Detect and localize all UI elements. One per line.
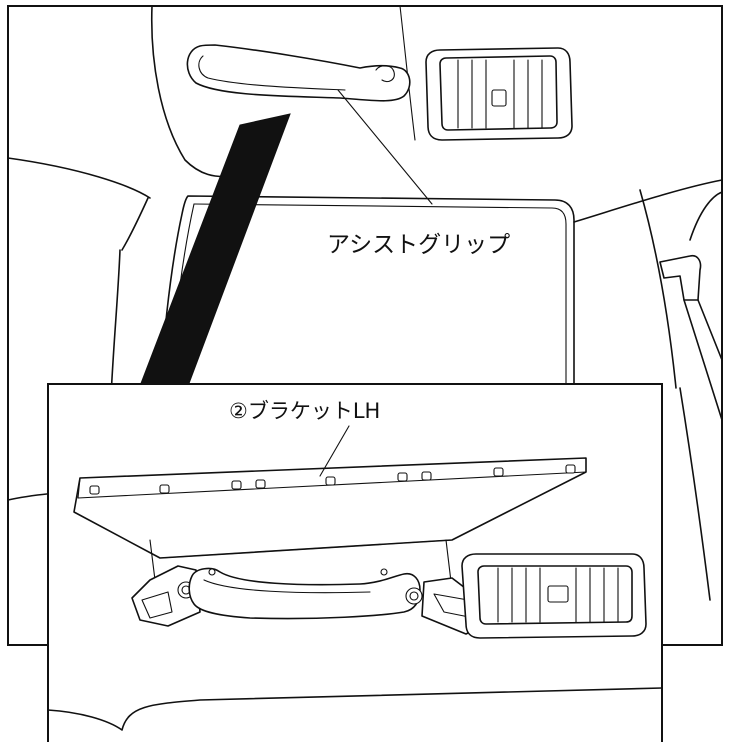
right-quarter-line xyxy=(639,189,677,389)
assist-grip-leader xyxy=(337,89,433,205)
bracket-lh-label: ②ブラケットLH xyxy=(229,399,380,423)
bracket-lh xyxy=(73,457,587,591)
bracket-lh-leader xyxy=(319,425,350,477)
right-trim-line xyxy=(573,179,723,223)
air-vent-detail xyxy=(461,553,647,639)
detail-view: ②ブラケットLH xyxy=(47,383,663,742)
assist-grip-main xyxy=(186,44,411,102)
air-vent-main xyxy=(425,47,573,141)
detail-lower-trim xyxy=(47,687,663,731)
headlining-curve xyxy=(7,157,151,199)
assist-grip-label: アシストグリップ xyxy=(327,232,510,258)
right-lower-edge xyxy=(679,387,711,601)
pillar-outline xyxy=(150,5,233,178)
trim-curve-left xyxy=(121,197,149,251)
seatbelt-anchor xyxy=(659,191,723,421)
